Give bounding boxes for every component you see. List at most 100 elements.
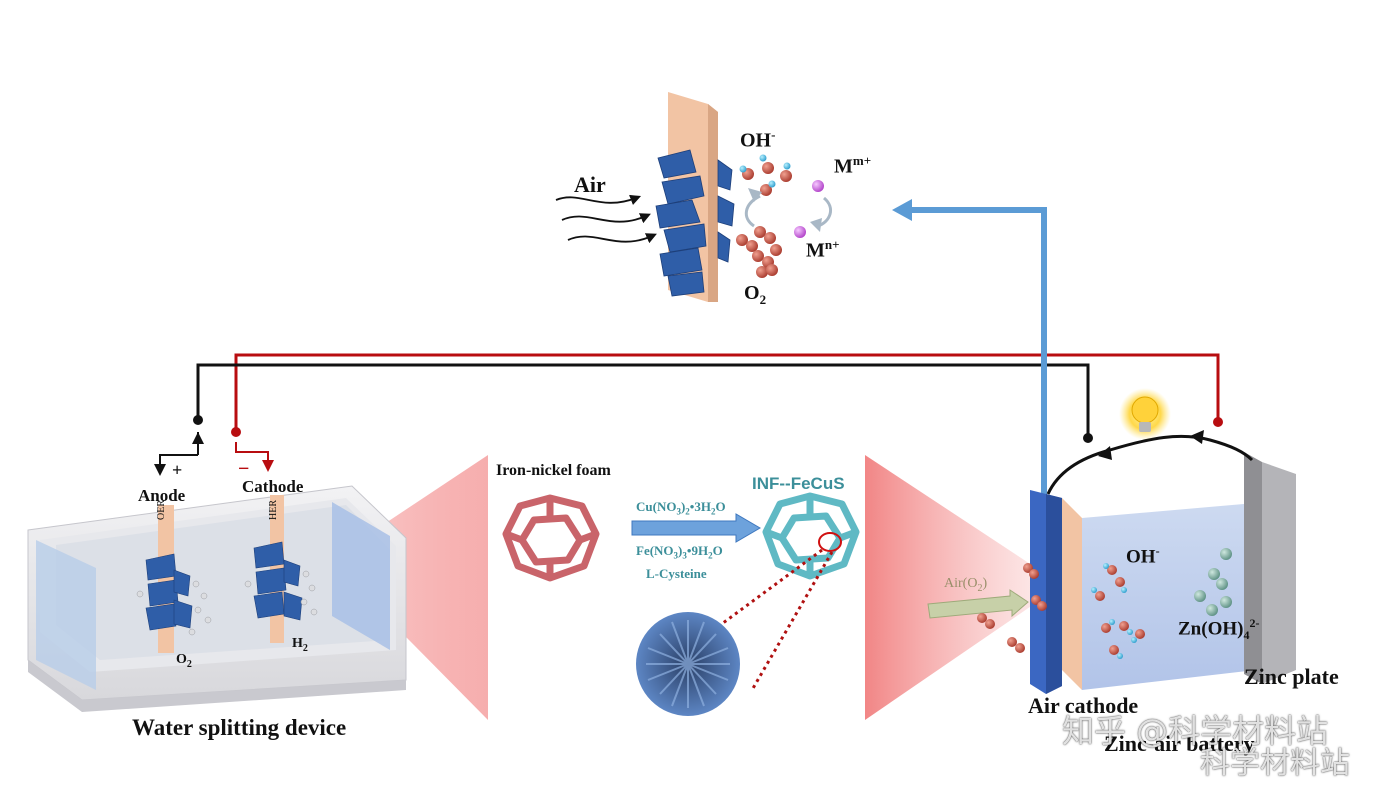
top-air-label: Air [574,172,606,197]
zoom-dotted-line-2 [750,551,834,691]
zoom-beam-left [330,455,488,720]
metal-ion-n [794,226,806,238]
top-m-text: M [834,155,853,178]
air-cathode-label: Air cathode [1028,693,1139,718]
cycle-arrow-left-head [748,188,762,202]
metal-ion-m [812,180,824,192]
air-flow-lines [555,194,657,244]
flow-arrow-blue [908,207,1047,495]
top-o2-label: O2 [744,282,766,308]
reagent-1-c: •3H [689,499,711,514]
cathode-electrode [244,495,318,643]
top-m-label: Mm+ [834,153,871,179]
black-terminal-dot [193,415,203,425]
reagent-1-d: O [715,499,726,514]
reagent-1-s1: 3 [676,506,681,517]
battery-o2-molecules [977,563,1047,653]
air-o2-sub: 2 [977,582,983,594]
zincate-ions [1194,548,1232,616]
watermark-line-1: 知乎 @科学材料站 [1062,712,1329,750]
battery-oh-label: OH- [1126,544,1160,568]
device-h2-label: H2 [292,636,308,654]
her-label: HER [268,500,279,520]
anode-sign: + [172,460,183,480]
battery-oh-text: OH [1126,546,1156,568]
top-o2-molecules [736,226,782,278]
top-o2-sub: 2 [759,292,767,307]
top-oh-text: OH [740,129,772,152]
zinc-plate-label: Zinc plate [1244,664,1339,689]
reagent-1: Cu(NO3)2•3H2O [636,499,726,517]
zinc-air-battery-cell [1030,452,1296,694]
reagent-1-b: ) [680,499,686,514]
synthesis-arrow [631,513,761,543]
top-o2-text: O [744,282,760,304]
inf-fecus-model [762,492,860,580]
cathode-label: Cathode [242,477,304,496]
battery-black-wire [1046,434,1254,495]
anode-label: Anode [138,486,186,505]
device-o2-sub: 2 [186,658,192,670]
red-circuit-wire [234,353,1220,430]
device-title: Water splitting device [132,715,347,740]
reagent-2-b: ) [678,543,683,558]
top-m-sup: m+ [852,153,872,168]
battery-oh-ions [1091,563,1145,659]
reagent-2: Fe(NO3)3•9H2O [636,543,723,561]
device-h2-sub: 2 [302,642,308,654]
water-splitting-tank [27,485,407,712]
black-circuit-wire [196,363,1090,436]
device-h2-text: H [292,636,303,651]
air-o2-end: ) [982,576,988,591]
cycle-arrow-left [744,194,761,228]
reagent-2-c: •9H [686,543,709,558]
black-terminal-dot-right [1083,433,1093,443]
top-mn-label: Mn+ [806,237,840,263]
zincate-sup: 2- [1249,616,1260,630]
product-label: INF--FeCuS [752,474,845,493]
device-o2-label: O2 [176,652,192,670]
top-catalyst-electrode [655,92,735,302]
anode-electrode [136,505,212,653]
zoom-beam-right [865,455,1062,720]
battery-title: Zinc-air battery [1104,731,1255,756]
nanoflower-sphere [636,612,740,716]
reagent-3: L-Cysteine [646,566,707,581]
battery-wire-arrow-2 [1190,430,1204,444]
reagent-1-a: Cu(NO [636,499,677,514]
reagent-1-s2: 2 [685,506,690,517]
reagent-2-s2: 3 [682,550,687,561]
device-o2-text: O [176,652,187,667]
air-o2-arrow [927,589,1029,619]
reagent-2-s3: 2 [708,550,713,561]
air-o2-label: Air(O2) [944,576,987,594]
cycle-arrow-right-head [810,218,822,232]
cathode-sign: − [238,458,250,480]
flow-arrow-head [892,199,912,221]
reagent-2-s1: 3 [673,550,679,561]
foam-label: Iron-nickel foam [496,462,611,479]
zincate-label: Zn(OH)42- [1178,616,1259,643]
zincate-text: Zn(OH) [1178,618,1244,640]
cathode-lead [235,442,274,472]
battery-oh-sup: - [1155,544,1160,558]
reagent-2-d: O [712,543,723,558]
light-bulb-icon [1119,388,1171,440]
top-oh-label: OH- [740,127,775,153]
watermark-line-2: 科学材料站 [1200,746,1350,781]
top-mn-sup: n+ [824,237,840,252]
top-mn-text: M [806,239,825,262]
reagent-1-s3: 2 [710,506,716,517]
battery-wire-arrow-1 [1098,446,1112,460]
top-oh-ions [739,154,792,196]
oer-label: OER [156,500,167,520]
red-terminal-dot [231,427,241,437]
zincate-sub: 4 [1243,628,1250,643]
red-terminal-dot-right [1213,417,1223,427]
top-oh-sup: - [771,127,776,142]
reagent-2-a: Fe(NO [636,543,674,558]
zoom-highlight-circle [818,532,842,552]
iron-nickel-foam-model [502,494,600,582]
air-o2-text: Air(O [944,576,978,591]
